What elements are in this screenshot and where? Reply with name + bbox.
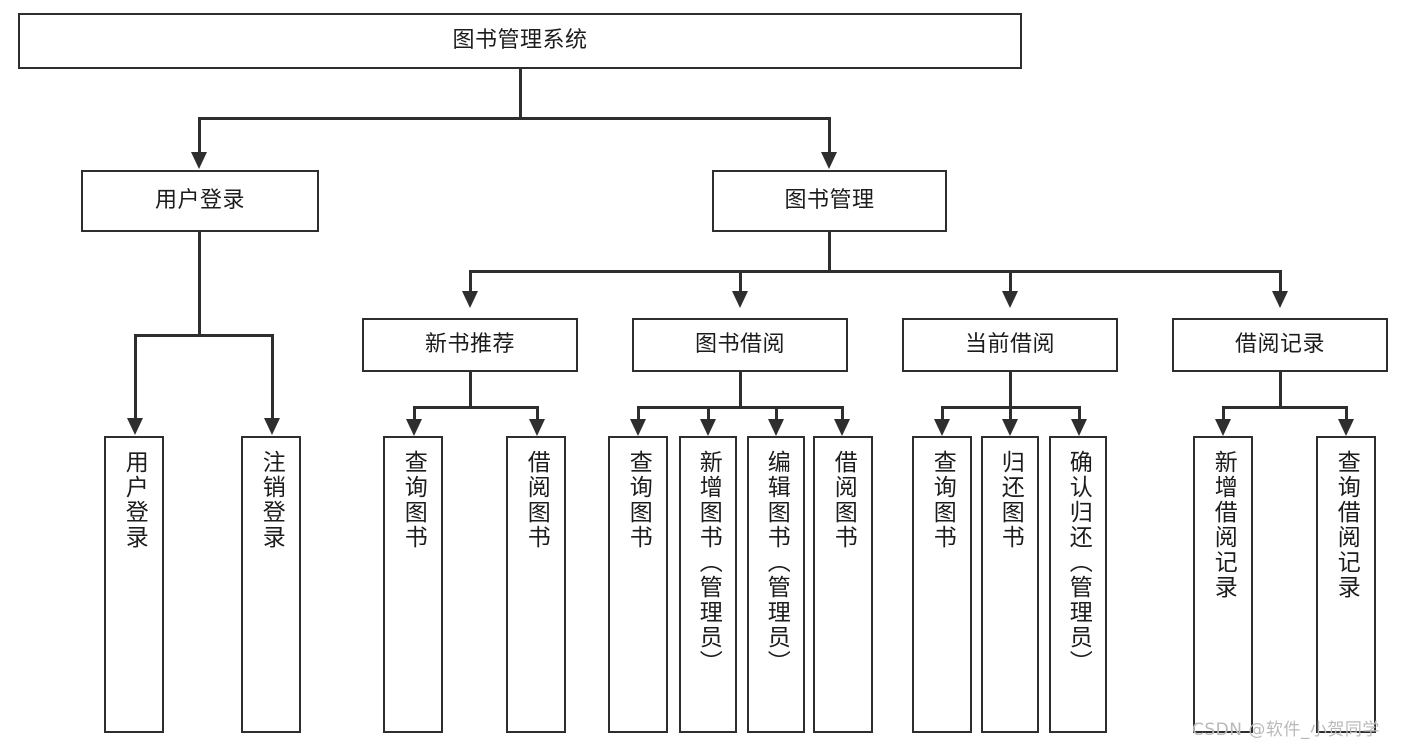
node-user-login-label: 用户登录 — [154, 187, 245, 213]
leaf-user-login-login-label: 用户登录 — [121, 450, 148, 550]
connector-new-book-recommend-bus — [413, 406, 538, 409]
arrowhead-cb-leaf-3 — [1071, 419, 1087, 436]
connector-user-login-bus — [134, 334, 273, 337]
arrowhead-br-leaf-1 — [1215, 419, 1231, 436]
connector-br-drop-2 — [1345, 406, 1348, 420]
connector-borrow-record-stem — [1279, 372, 1282, 407]
arrowhead-user-login-leaf-1 — [127, 418, 143, 435]
leaf-bb-borrow-book[interactable]: 借阅图书 — [813, 436, 873, 733]
arrowhead-br-leaf-2 — [1338, 419, 1354, 436]
connector-bb-drop-4 — [841, 406, 844, 420]
leaf-cb-confirm-return-admin-label: 确认归还（管理员） — [1065, 450, 1092, 675]
connector-cb-drop-3 — [1078, 406, 1081, 420]
node-user-login[interactable]: 用户登录 — [81, 170, 319, 232]
leaf-bb-query-book[interactable]: 查询图书 — [608, 436, 668, 733]
leaf-bb-add-book-admin-label: 新增图书（管理员） — [695, 450, 722, 675]
connector-to-book-borrow — [739, 270, 742, 292]
connector-to-current-borrow — [1009, 270, 1012, 292]
leaf-nbr-query-book[interactable]: 查询图书 — [383, 436, 443, 733]
csdn-watermark: CSDN @软件_小贺同学 — [1192, 720, 1380, 740]
connector-level2-bus — [469, 270, 1281, 273]
connector-user-login-stem — [198, 232, 201, 335]
node-root-book-management-system[interactable]: 图书管理系统 — [18, 13, 1022, 69]
node-borrow-record-label: 借阅记录 — [1234, 331, 1325, 357]
leaf-bb-borrow-book-label: 借阅图书 — [830, 450, 857, 550]
arrowhead-bb-leaf-1 — [630, 419, 646, 436]
connector-nbr-drop-2 — [536, 406, 539, 420]
connector-new-book-recommend-stem — [469, 372, 472, 407]
leaf-br-query-record[interactable]: 查询借阅记录 — [1316, 436, 1376, 733]
connector-br-drop-1 — [1222, 406, 1225, 420]
node-current-borrow-label: 当前借阅 — [964, 331, 1055, 357]
arrowhead-user-login-leaf-2 — [264, 418, 280, 435]
leaf-bb-query-book-label: 查询图书 — [625, 450, 652, 550]
node-book-management[interactable]: 图书管理 — [712, 170, 947, 232]
connector-cb-drop-1 — [941, 406, 944, 420]
leaf-br-query-record-label: 查询借阅记录 — [1333, 450, 1360, 600]
arrowhead-to-new-book-recommend — [462, 291, 478, 308]
arrowhead-cb-leaf-1 — [934, 419, 950, 436]
arrowhead-nbr-leaf-1 — [406, 419, 422, 436]
connector-to-user-login — [198, 117, 201, 153]
leaf-br-add-record[interactable]: 新增借阅记录 — [1193, 436, 1253, 733]
leaf-nbr-query-book-label: 查询图书 — [400, 450, 427, 550]
connector-root-stem — [519, 69, 522, 117]
leaf-user-login-logout[interactable]: 注销登录 — [241, 436, 301, 733]
node-book-borrow-label: 图书借阅 — [694, 331, 785, 357]
leaf-cb-confirm-return-admin[interactable]: 确认归还（管理员） — [1049, 436, 1107, 733]
connector-to-book-management — [828, 117, 831, 153]
connector-bb-drop-2 — [707, 406, 710, 420]
arrowhead-nbr-leaf-2 — [529, 419, 545, 436]
connector-user-login-drop-1 — [134, 334, 137, 419]
connector-bb-drop-1 — [637, 406, 640, 420]
leaf-cb-query-book-label: 查询图书 — [929, 450, 956, 550]
arrowhead-to-current-borrow — [1002, 291, 1018, 308]
connector-to-borrow-record — [1279, 270, 1282, 292]
connector-current-borrow-stem — [1009, 372, 1012, 407]
arrowhead-cb-leaf-2 — [1002, 419, 1018, 436]
arrowhead-bb-leaf-2 — [700, 419, 716, 436]
leaf-cb-return-book[interactable]: 归还图书 — [981, 436, 1039, 733]
leaf-cb-return-book-label: 归还图书 — [997, 450, 1024, 550]
arrowhead-bb-leaf-4 — [834, 419, 850, 436]
node-borrow-record[interactable]: 借阅记录 — [1172, 318, 1388, 372]
leaf-user-login-login[interactable]: 用户登录 — [104, 436, 164, 733]
arrowhead-to-borrow-record — [1272, 291, 1288, 308]
connector-book-management-stem — [828, 232, 831, 271]
node-current-borrow[interactable]: 当前借阅 — [902, 318, 1118, 372]
node-book-management-label: 图书管理 — [784, 187, 875, 213]
connector-cb-drop-2 — [1009, 406, 1012, 420]
connector-level1-bus — [198, 117, 830, 120]
connector-borrow-record-bus — [1222, 406, 1347, 409]
connector-bb-drop-3 — [775, 406, 778, 420]
connector-to-new-book-recommend — [469, 270, 472, 292]
leaf-bb-add-book-admin[interactable]: 新增图书（管理员） — [679, 436, 737, 733]
connector-book-borrow-bus — [637, 406, 843, 409]
arrowhead-bb-leaf-3 — [768, 419, 784, 436]
leaf-user-login-logout-label: 注销登录 — [258, 450, 285, 550]
connector-user-login-drop-2 — [271, 334, 274, 419]
leaf-nbr-borrow-book[interactable]: 借阅图书 — [506, 436, 566, 733]
arrowhead-to-user-login — [191, 152, 207, 169]
leaf-cb-query-book[interactable]: 查询图书 — [912, 436, 972, 733]
leaf-bb-edit-book-admin-label: 编辑图书（管理员） — [763, 450, 790, 675]
node-book-borrow[interactable]: 图书借阅 — [632, 318, 848, 372]
node-root-label: 图书管理系统 — [452, 27, 588, 53]
leaf-nbr-borrow-book-label: 借阅图书 — [523, 450, 550, 550]
arrowhead-to-book-borrow — [732, 291, 748, 308]
connector-book-borrow-stem — [739, 372, 742, 407]
leaf-br-add-record-label: 新增借阅记录 — [1210, 450, 1237, 600]
leaf-bb-edit-book-admin[interactable]: 编辑图书（管理员） — [747, 436, 805, 733]
connector-nbr-drop-1 — [413, 406, 416, 420]
node-new-book-recommend[interactable]: 新书推荐 — [362, 318, 578, 372]
arrowhead-to-book-management — [821, 152, 837, 169]
node-new-book-recommend-label: 新书推荐 — [424, 331, 515, 357]
